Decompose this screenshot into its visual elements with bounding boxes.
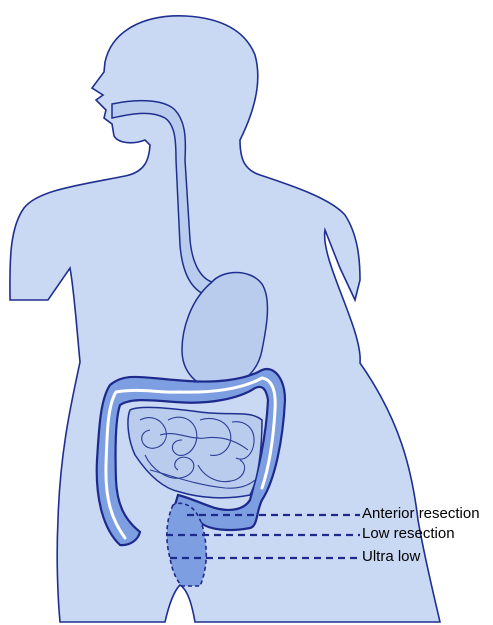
low-resection-label: Low resection — [362, 526, 455, 541]
ultra-low-label: Ultra low — [362, 549, 420, 564]
anterior-resection-label: Anterior resection — [362, 506, 480, 521]
